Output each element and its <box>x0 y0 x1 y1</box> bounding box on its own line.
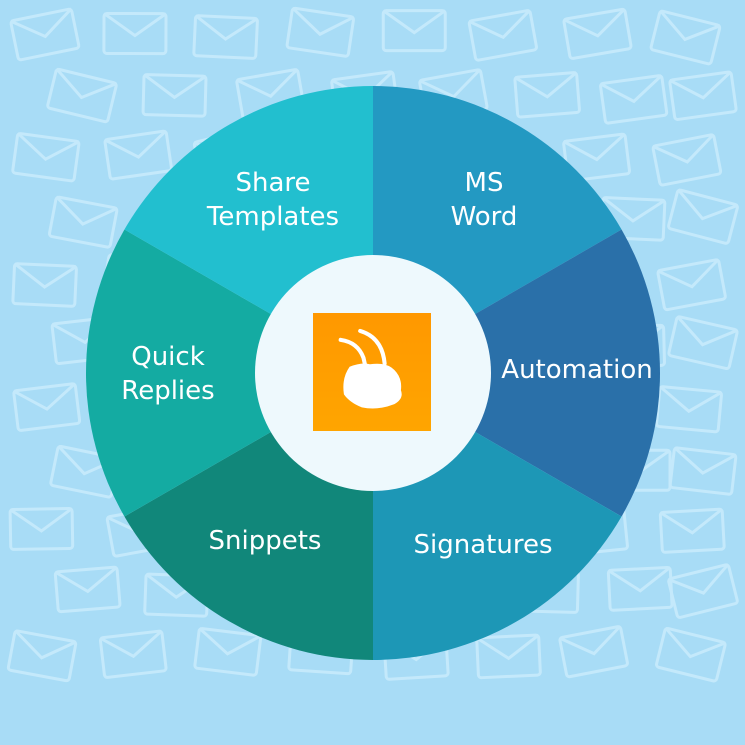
envelope-icon <box>655 385 723 434</box>
envelope-icon <box>667 188 739 245</box>
envelope-icon <box>141 73 208 118</box>
segment-label-signatures: Signatures <box>413 530 553 560</box>
envelope-icon <box>9 7 81 62</box>
envelope-icon <box>668 446 738 496</box>
envelope-icon <box>656 258 727 312</box>
envelope-icon <box>651 133 723 187</box>
envelope-icon <box>6 629 78 683</box>
envelope-icon <box>98 629 168 679</box>
envelope-icon <box>8 506 75 551</box>
envelope-icon <box>655 626 727 683</box>
envelope-icon <box>47 195 119 249</box>
envelope-icon <box>53 565 122 614</box>
envelope-icon <box>11 262 78 308</box>
envelope-icon <box>658 507 726 554</box>
segment-automation <box>373 229 660 517</box>
envelope-icon <box>668 70 738 121</box>
envelope-icon <box>381 9 447 53</box>
envelope-icon <box>103 129 173 181</box>
envelope-icon <box>12 382 82 432</box>
envelope-icon <box>46 67 118 124</box>
envelope-icon <box>649 9 722 66</box>
envelope-icon <box>667 563 739 619</box>
envelope-icon <box>562 7 633 60</box>
envelope-icon <box>11 132 81 183</box>
envelope-icon <box>667 315 739 371</box>
envelope-icon <box>102 11 168 56</box>
envelope-icon <box>558 625 629 679</box>
envelope-icon <box>475 633 542 680</box>
segment-label-snippets: Snippets <box>208 526 322 556</box>
envelope-icon <box>285 6 355 58</box>
envelope-icon <box>513 71 581 119</box>
envelope-icon <box>599 74 669 125</box>
clipboard-bug-logo-icon <box>313 313 431 431</box>
envelope-icon <box>467 9 538 62</box>
segment-label-automation: Automation <box>501 355 653 385</box>
segment-quick-replies <box>85 229 373 517</box>
envelope-icon <box>192 14 259 60</box>
envelope-icon <box>193 627 263 677</box>
